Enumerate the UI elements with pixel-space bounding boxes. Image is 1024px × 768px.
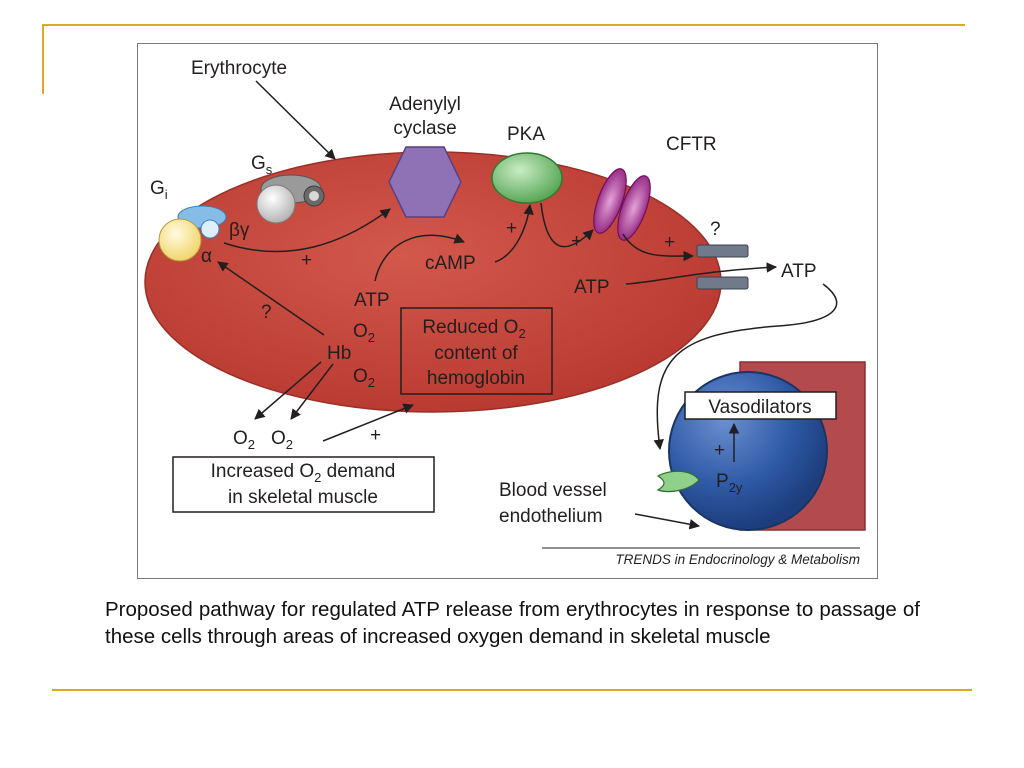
plus-p2y: + <box>714 440 725 461</box>
cyclase-label: cyclase <box>393 118 456 139</box>
atp-camp-substrate: ATP <box>354 290 390 311</box>
o2-released-2: O2 <box>271 428 293 452</box>
gs-label: Gs <box>251 153 273 177</box>
o2-upper-label: O2 <box>353 321 375 345</box>
plus-cyclase: + <box>301 250 312 271</box>
vasodilators-label: Vasodilators <box>708 397 811 418</box>
gi-beta-gamma-subunit <box>200 219 220 239</box>
cftr-shape-left <box>593 168 627 234</box>
question-hb: ? <box>261 302 272 323</box>
plus-cftr: + <box>571 231 582 252</box>
gs-protein-subunit <box>256 184 296 224</box>
p2y-receptor-shape <box>656 470 700 493</box>
pka-label: PKA <box>507 124 545 145</box>
adenylyl-cyclase-shape <box>388 146 462 218</box>
reduced-o2-box <box>400 307 553 395</box>
diagram-canvas: Vasodilators + P2y Erythrocyte Adenylyl … <box>144 58 866 567</box>
channel-upper <box>696 244 749 258</box>
hb-label: Hb <box>327 343 351 364</box>
vessel-label-line1: Blood vessel <box>499 480 607 501</box>
pka-shape <box>491 152 563 204</box>
vessel-label-line2: endothelium <box>499 506 603 527</box>
hb-release-o2-arrow-1 <box>254 361 322 420</box>
erythrocyte-label: Erythrocyte <box>191 58 287 79</box>
atp-release-arrow <box>625 262 778 285</box>
camp-to-pka-arrow <box>494 203 534 263</box>
demand-to-reduced-o2-arrow <box>322 403 414 442</box>
bottom-accent-rule <box>52 689 972 691</box>
increased-demand-box <box>172 456 435 513</box>
endothelium-pointer-arrow <box>634 513 701 530</box>
o2-lower-label: O2 <box>353 366 375 390</box>
erythrocyte-pointer-arrow <box>255 80 336 160</box>
journal-credit: TRENDS in Endocrinology & Metabolism <box>615 552 860 567</box>
atp-to-camp-arrow <box>374 233 465 282</box>
demand-line1: Increased O2 demand <box>211 461 396 485</box>
atp-to-p2y-arrow <box>653 283 838 451</box>
atp-released-label: ATP <box>781 261 817 282</box>
plus-pka: + <box>506 218 517 239</box>
cftr-label: CFTR <box>666 134 717 155</box>
alpha-label: α <box>201 246 212 267</box>
beta-gamma-label: βγ <box>229 220 250 241</box>
o2-released-1: O2 <box>233 428 255 452</box>
reduced-o2-line2: content of <box>434 343 518 364</box>
atp-inside-label: ATP <box>574 277 610 298</box>
hb-to-gi-arrow <box>217 261 325 336</box>
cftr-to-channel-arrow <box>622 233 695 262</box>
pka-to-cftr-arrow <box>540 202 594 248</box>
channel-lower <box>696 276 749 290</box>
reduced-o2-line1: Reduced O2 <box>422 317 525 341</box>
plus-demand: + <box>370 425 381 446</box>
question-channel: ? <box>710 219 721 240</box>
reduced-o2-line3: hemoglobin <box>427 368 525 389</box>
plus-channel: + <box>664 232 675 253</box>
gs-protein-knob-highlight <box>309 191 319 201</box>
hb-release-o2-arrow-2 <box>290 363 334 420</box>
g-protein-to-cyclase-arrow <box>223 208 391 253</box>
p2y-receptor-label: P2y <box>716 471 743 495</box>
cftr-shape-right <box>617 175 651 241</box>
left-accent-rule <box>42 24 44 94</box>
camp-label: cAMP <box>425 253 476 274</box>
slide-caption: Proposed pathway for regulated ATP relea… <box>105 598 920 648</box>
vasodilators-box <box>684 391 837 420</box>
top-accent-rule <box>42 24 965 26</box>
adenylyl-label: Adenylyl <box>389 94 461 115</box>
gi-label: Gi <box>150 178 168 202</box>
demand-line2: in skeletal muscle <box>228 487 378 508</box>
diagram-figure: Vasodilators + P2y Erythrocyte Adenylyl … <box>137 43 878 579</box>
gi-alpha-subunit <box>158 218 202 262</box>
